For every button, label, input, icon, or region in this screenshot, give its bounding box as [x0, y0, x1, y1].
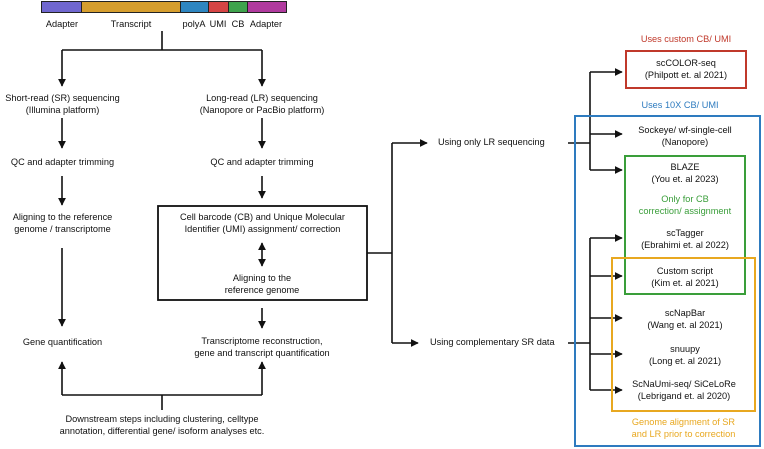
downstream-steps: Downstream steps including clustering, c…	[59, 414, 265, 436]
tool-sctagger: scTagger(Ebrahimi et. al 2022)	[641, 228, 729, 250]
tool-scnapbar: scNapBar(Wang et. al 2021)	[647, 308, 723, 330]
lr-sequencing-title: Long-read (LR) sequencing(Nanopore or Pa…	[199, 93, 325, 115]
cb-only-box	[624, 155, 746, 295]
read-label-adapter-5: Adapter	[45, 19, 79, 29]
tool-snuupy: snuupy(Long et. al 2021)	[648, 344, 722, 366]
branch-lr-only-label: Using only LR sequencing	[438, 137, 545, 147]
custom-cb-umi-label: Uses custom CB/ UMI	[640, 34, 732, 44]
tool-scnaumi-seq: ScNaUmi-seq/ SiCeLoRe(Lebrigand et. al 2…	[632, 379, 736, 401]
read-segment-transcript	[81, 1, 181, 13]
tool-custom-script: Custom script(Kim et. al 2021)	[651, 266, 719, 288]
sr-sequencing-title: Short-read (SR) sequencing(Illumina plat…	[5, 93, 120, 115]
read-label-cb: CB	[231, 19, 245, 29]
read-label-polya: polyA	[182, 19, 206, 29]
tool-sockeye: Sockeye/ wf-single-cell(Nanopore)	[638, 125, 732, 147]
read-label-umi: UMI	[209, 19, 227, 29]
genome-alignment-box	[611, 257, 756, 412]
branch-complementary-sr-label: Using complementary SR data	[430, 337, 555, 347]
read-segment-umi	[208, 1, 229, 13]
tenx-cb-umi-label: Uses 10X CB/ UMI	[641, 100, 719, 110]
tool-blaze: BLAZE(You et. al 2023)	[651, 162, 719, 184]
custom-cb-umi-box	[625, 50, 747, 89]
lr-qc-step: QC and adapter trimming	[210, 157, 314, 167]
lr-reconstruction-step: Transcriptome reconstruction,gene and tr…	[194, 336, 330, 358]
read-segment-adapter-5	[41, 1, 82, 13]
tool-sccolor-seq: scCOLOR-seq(Philpott et. al 2021)	[644, 58, 728, 80]
read-segment-polya	[180, 1, 209, 13]
tenx-cb-umi-box	[574, 115, 761, 447]
read-label-transcript: Transcript	[110, 19, 152, 29]
read-segment-cb	[228, 1, 248, 13]
sr-gene-quant-step: Gene quantification	[22, 337, 103, 347]
read-segment-adapter-3	[247, 1, 287, 13]
sr-qc-step: QC and adapter trimming	[10, 157, 115, 167]
read-label-adapter-3: Adapter	[249, 19, 283, 29]
